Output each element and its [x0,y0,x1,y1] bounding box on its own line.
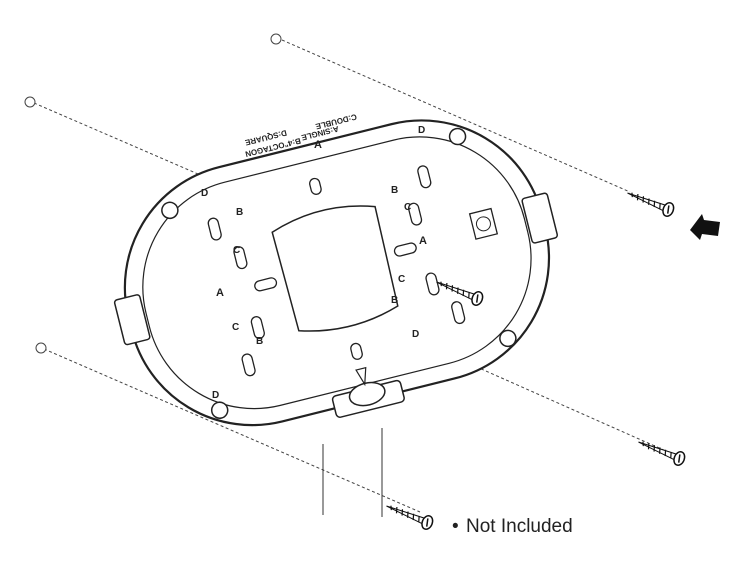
label-c-bl: C [232,322,239,333]
align-pointer [355,366,367,387]
guide-line-center [289,283,676,456]
hole-marker-icon [35,342,47,354]
terminal-circle [475,216,491,232]
note-text: Not Included [466,516,573,537]
label-d-bl: D [212,390,219,401]
center-opening [271,205,399,332]
label-b-br: B [391,295,398,306]
hole-marker-icon [24,96,36,108]
label-a-right: A [419,235,427,247]
screw-icon [638,441,686,467]
screws [386,192,686,531]
screw-icon [436,281,484,307]
label-a-top: A [314,139,322,151]
screw-icon [386,505,434,531]
plate-tab-right [521,192,559,244]
boss-top-right [448,127,467,146]
label-a-left: A [216,287,224,299]
label-c-tl: C [233,245,240,256]
label-b-bl: B [256,336,263,347]
slot-holes [207,165,466,377]
guide-line-bottom-left [43,348,421,513]
label-b-tl: B [236,207,243,218]
label-d-br: D [412,329,419,340]
label-c-tr: C [404,202,411,213]
arrow-left-icon [690,214,720,240]
cable-lines [322,428,383,517]
plate-tab-left [113,294,151,346]
note-bullet: • [452,516,459,537]
label-d-tr: D [418,125,425,136]
mounting-plate [113,119,559,427]
boss-bottom-left [210,401,229,419]
guide-line-top [281,39,631,193]
screw-icon [627,192,675,218]
label-c-br: C [398,274,405,285]
boss-top-left [161,201,179,220]
boss-bottom-right [499,329,517,348]
label-d-tl: D [201,188,208,199]
label-b-tr: B [391,185,398,196]
hole-marker-icon [270,33,282,45]
